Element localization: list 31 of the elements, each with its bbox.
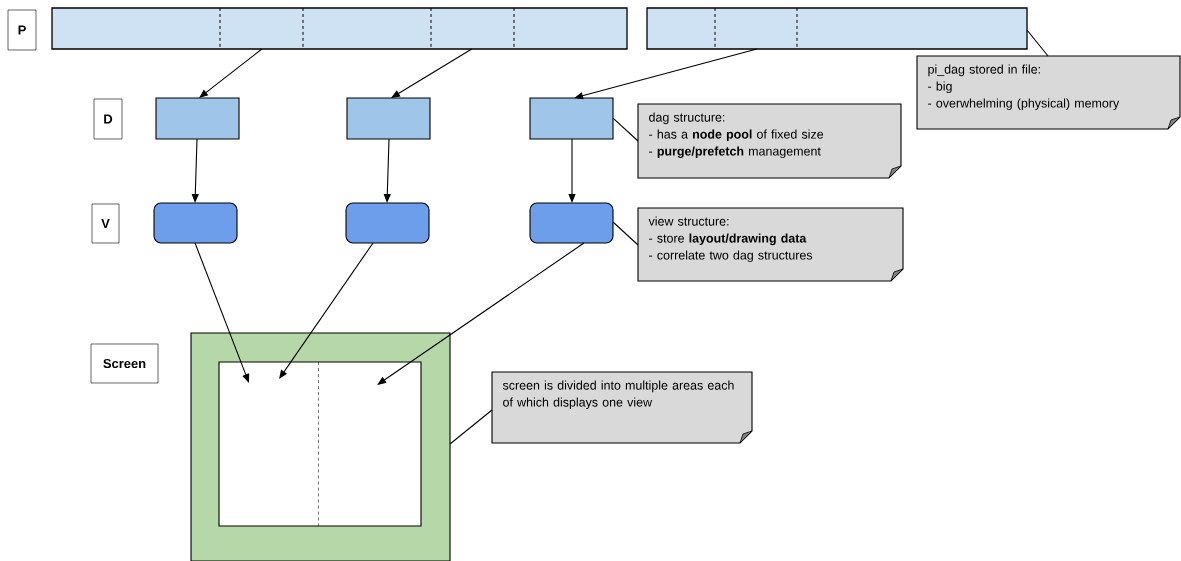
memory-bar xyxy=(51,7,628,50)
leader-line xyxy=(1026,29,1049,57)
arrow xyxy=(383,138,391,203)
arrow xyxy=(191,138,199,203)
arrow xyxy=(568,138,576,203)
row-label: P xyxy=(7,9,37,51)
leader-line xyxy=(449,409,493,445)
row-label: D xyxy=(93,98,123,140)
arrow xyxy=(391,48,473,98)
leader-line xyxy=(612,221,639,246)
arrow xyxy=(377,242,585,385)
dag-box xyxy=(155,97,240,140)
note-box: view structure: - store layout/drawing data - correlate two dag structures xyxy=(637,207,904,282)
arrow xyxy=(199,48,263,98)
view-box xyxy=(529,202,614,244)
screen-area xyxy=(318,361,422,527)
view-box xyxy=(345,202,430,244)
screen-area xyxy=(218,361,320,527)
dag-box xyxy=(346,97,431,140)
view-box xyxy=(153,202,238,244)
note-box: dag structure: - has a node pool of fixed size - purge/prefetch management xyxy=(637,103,902,179)
arrow xyxy=(194,242,250,383)
leader-line xyxy=(612,117,639,142)
row-label: Screen xyxy=(90,343,159,384)
note-box: screen is divided into multiple areas each of which displays one view xyxy=(491,371,753,444)
arrow xyxy=(279,242,374,379)
note-box: pi_dag stored in file: - big - overwhelming (physical) memory xyxy=(916,55,1181,130)
row-label: V xyxy=(91,203,120,244)
dag-box xyxy=(529,97,614,140)
memory-bar xyxy=(646,7,1028,50)
arrow xyxy=(574,48,758,100)
